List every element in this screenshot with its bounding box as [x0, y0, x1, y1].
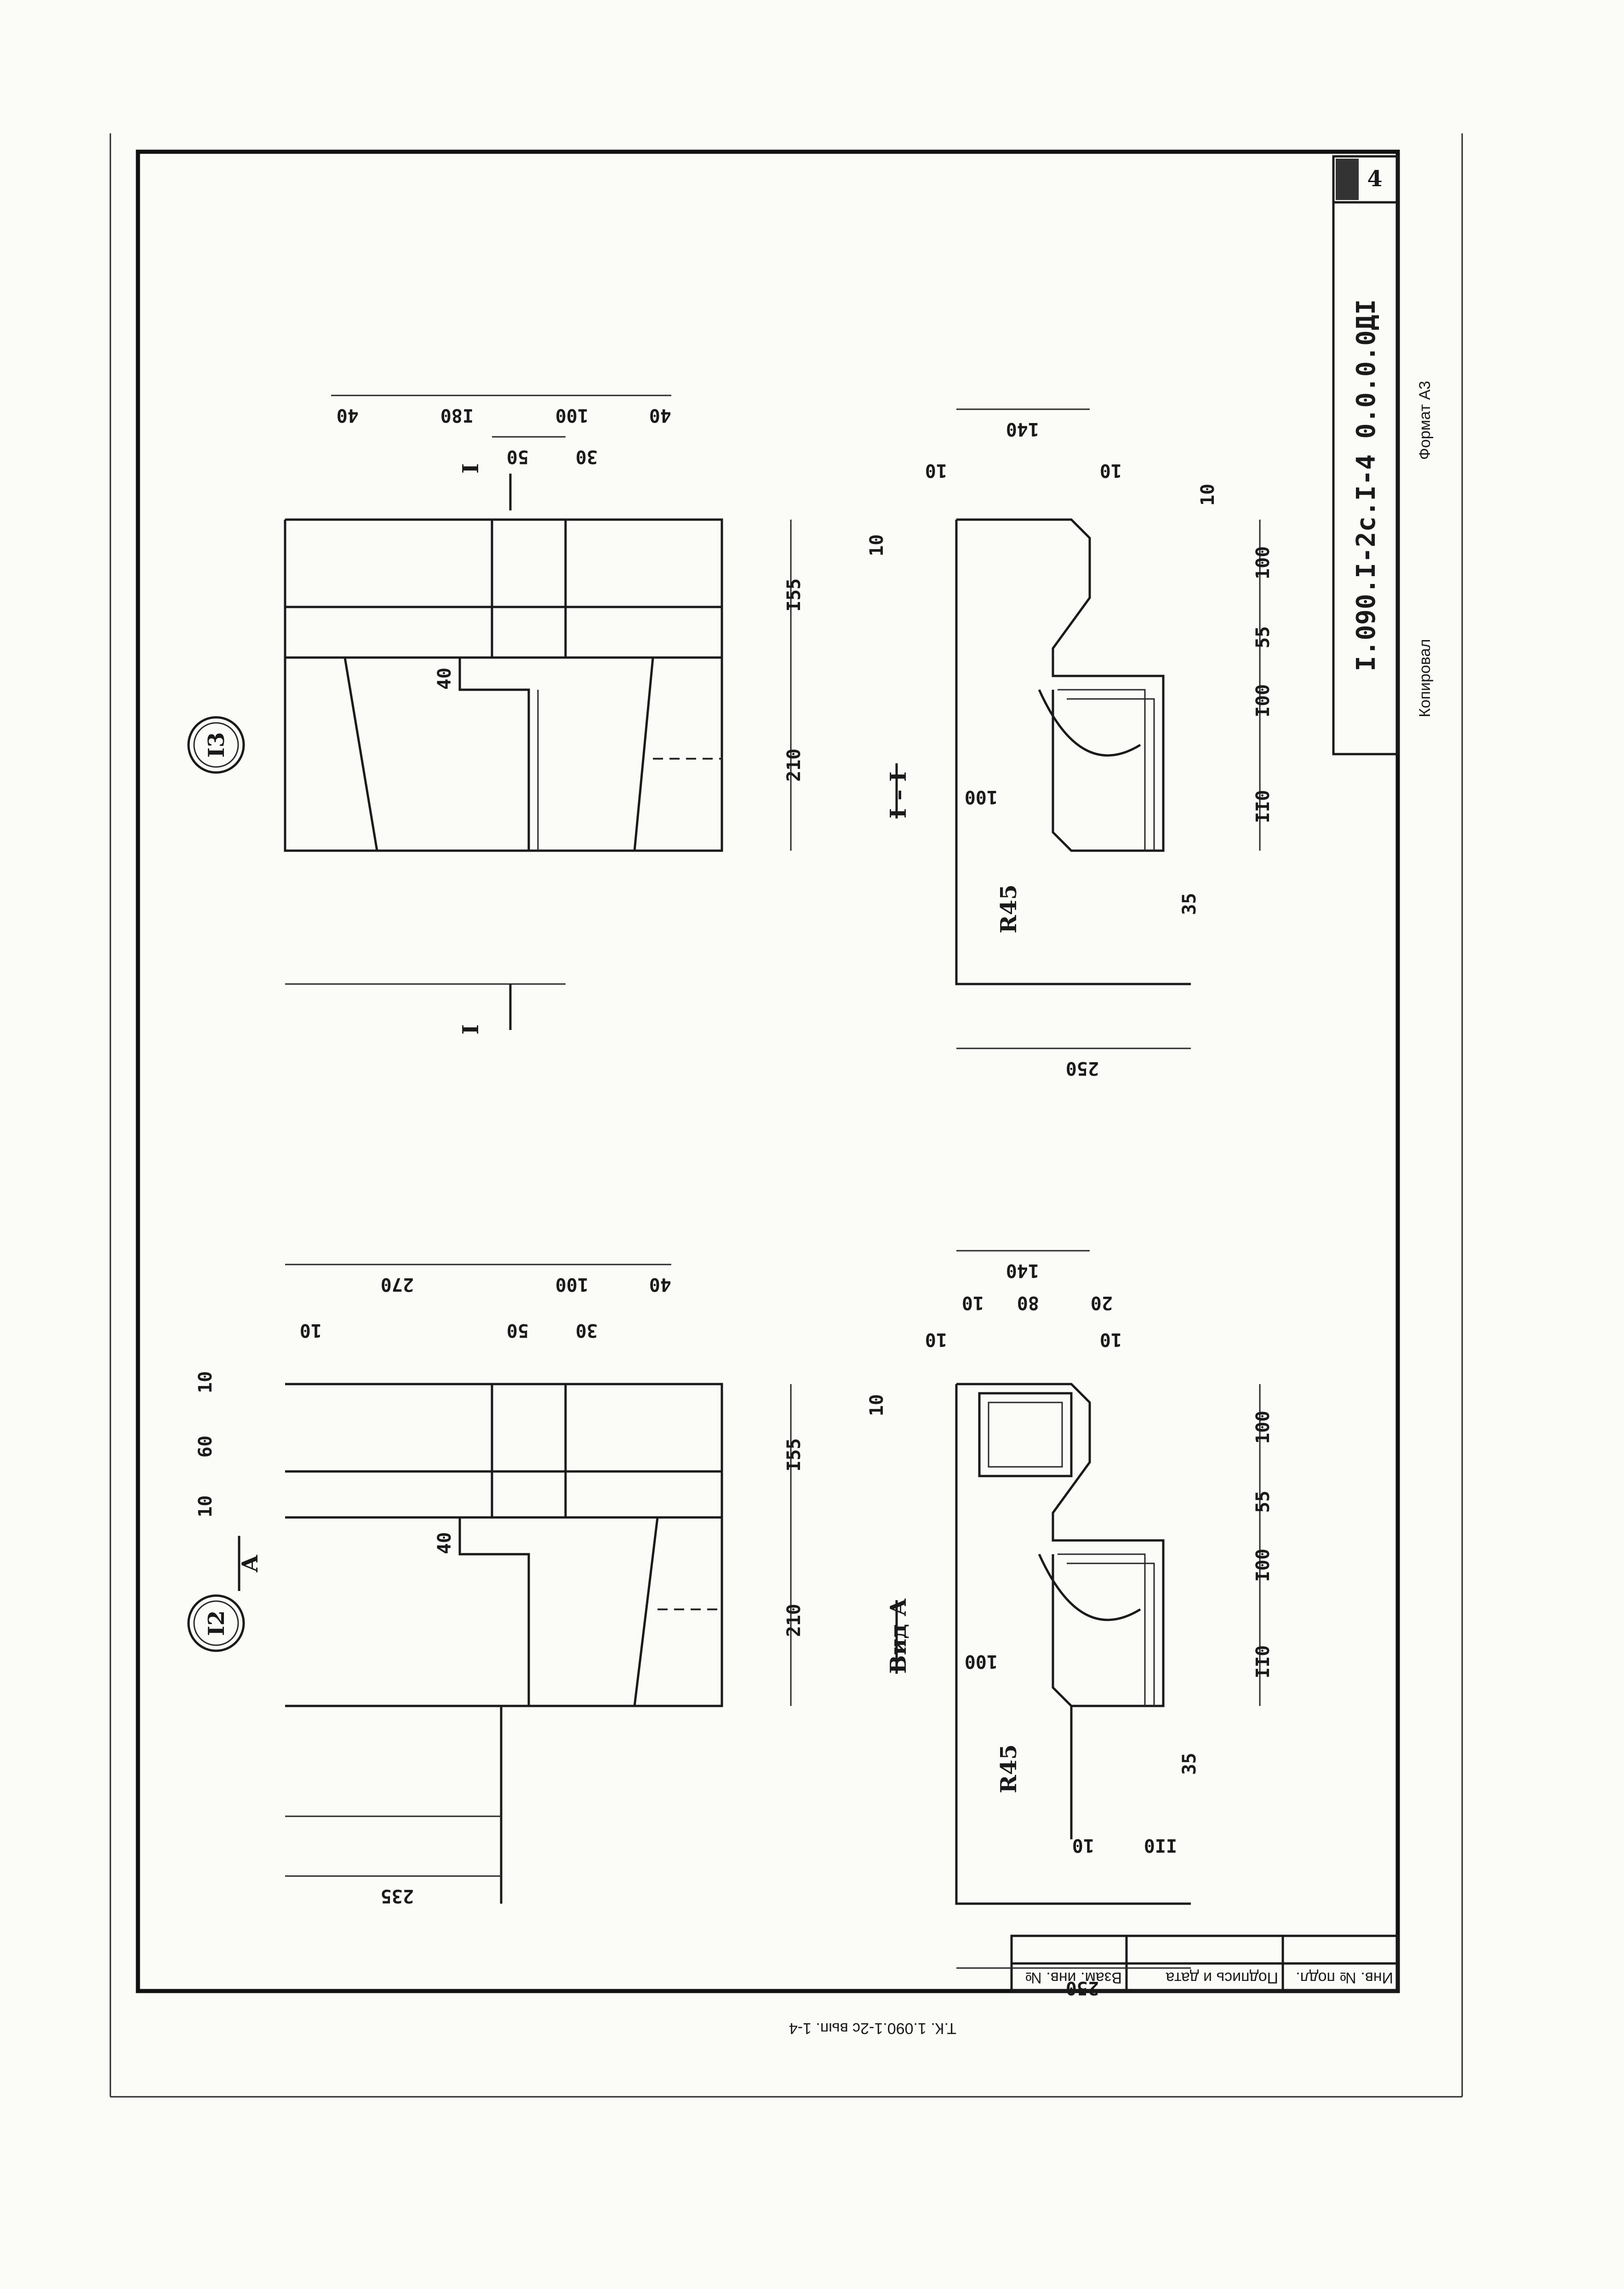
detail-13-number: I3 [204, 732, 229, 758]
s11-dim-10d: 10 [1197, 484, 1218, 506]
s11-radius: R45 [996, 884, 1022, 933]
title-block: 4 I.090.I-2c.I-4 0.0.0.0ДI [1332, 155, 1399, 755]
d12-dim-210: 210 [783, 1604, 805, 1637]
s11-dim-100a: 100 [1252, 546, 1274, 579]
s11-dim-140: 140 [1006, 418, 1039, 440]
va-dim-20: 20 [1091, 1292, 1113, 1313]
s11-dim-250: 250 [1066, 1058, 1099, 1079]
d13-dim-40a: 40 [337, 405, 359, 426]
d13-dim-40c: 40 [434, 668, 455, 690]
va-radius: R45 [996, 1744, 1022, 1793]
detail-13-marker [187, 716, 245, 774]
view-a-title: Вид А [886, 1598, 911, 1674]
va-dim-140: 140 [1006, 1260, 1039, 1281]
d12-dim-40a: 40 [649, 1274, 671, 1295]
s11-dim-100b: I00 [1252, 684, 1274, 717]
d12-dim-235: 235 [381, 1885, 414, 1906]
va-dim-55: 55 [1252, 1491, 1274, 1513]
d13-dim-100: 100 [555, 405, 589, 426]
d12-dim-10b: 10 [195, 1495, 216, 1517]
s11-dim-100c: 100 [965, 786, 998, 807]
d13-dim-210: 210 [783, 749, 805, 782]
detail-12: I2 А 10 60 10 10 270 50 30 100 40 40 I55… [187, 1264, 805, 1906]
copied-by-label: Копировал [1416, 639, 1434, 717]
s11-dim-55: 55 [1252, 626, 1274, 648]
s11-dim-35: 35 [1179, 893, 1200, 915]
d12-dim-155: I55 [783, 1438, 805, 1471]
section-mark-top: I [458, 464, 484, 474]
d13-dim-50: 50 [507, 446, 529, 467]
detail-12-marker [187, 1594, 245, 1652]
d12-dim-40b: 40 [434, 1532, 455, 1554]
d13-dim-40b: 40 [649, 405, 671, 426]
section-mark-bottom: I [458, 1024, 484, 1035]
d12-dim-10a: 10 [195, 1371, 216, 1393]
s11-dim-10b: 10 [1100, 460, 1122, 481]
s11-dim-10a: 10 [925, 460, 947, 481]
format-label: Формат А3 [1416, 381, 1434, 460]
sheet-number: 4 [1367, 166, 1382, 192]
stamp-vzam-inv: Взам. инв. № [1025, 1969, 1122, 1986]
d12-dim-30: 30 [576, 1320, 598, 1341]
s11-dim-110: II0 [1252, 790, 1274, 823]
va-dim-10d: 10 [866, 1394, 887, 1416]
va-dim-10b: 10 [925, 1329, 947, 1350]
stamp-podpis-data: Подпись и дата [1166, 1969, 1278, 1986]
d12-dim-270: 270 [381, 1274, 414, 1295]
view-arrow-label: А [237, 1555, 263, 1573]
va-dim-100c: 100 [965, 1651, 998, 1672]
va-dim-100a: 100 [1252, 1411, 1274, 1444]
va-dim-80: 80 [1017, 1292, 1039, 1313]
va-dim-35: 35 [1179, 1753, 1200, 1775]
d12-dim-100: 100 [555, 1274, 589, 1295]
va-dim-10a: 10 [962, 1292, 984, 1313]
detail-13: I3 40 I80 50 100 30 40 40 I55 210 I I [187, 395, 805, 1035]
va-dim-250: 250 [1066, 1977, 1099, 1998]
s11-dim-10c: 10 [866, 534, 887, 556]
detail-12-number: I2 [204, 1610, 229, 1636]
d12-dim-10c: 10 [300, 1320, 322, 1341]
va-dim-10c: 10 [1100, 1329, 1122, 1350]
va-dim-10e: 10 [1072, 1835, 1094, 1856]
va-dim-110a: II0 [1252, 1645, 1274, 1678]
section-i-i: I – I 140 10 10 10 10 100 55 I00 100 II0… [866, 408, 1274, 1079]
d13-dim-30: 30 [576, 446, 598, 467]
drawing-code: I.090.I-2c.I-4 0.0.0.0ДI [1351, 299, 1381, 671]
d12-dim-50: 50 [507, 1320, 529, 1341]
va-dim-100b: I00 [1252, 1549, 1274, 1582]
view-a: Вид А 140 10 80 20 10 10 10 100 55 I00 1… [866, 1250, 1274, 1998]
approval-stamp: Инв. № подл. Подпись и дата Взам. инв. № [1010, 1934, 1399, 1992]
sheet-frame [136, 149, 1400, 1993]
series-note: Т.К. 1.090.1-2с вып. 1-4 [789, 2020, 956, 2037]
va-dim-110b: II0 [1144, 1835, 1177, 1856]
d13-dim-180: I80 [440, 405, 474, 426]
d13-dim-155: I55 [783, 578, 805, 612]
section-title: I – I [886, 772, 911, 818]
stamp-inv-podl: Инв. № подл. [1296, 1969, 1393, 1986]
d12-dim-60: 60 [195, 1436, 216, 1458]
